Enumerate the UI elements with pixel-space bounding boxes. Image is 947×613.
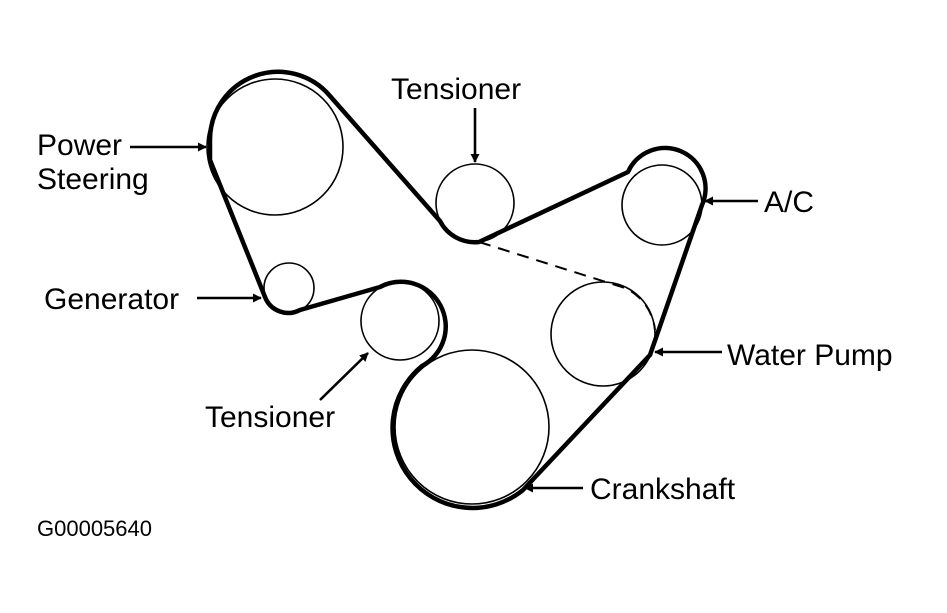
tensioner-bottom-label: Tensioner xyxy=(205,401,335,434)
crankshaft-pulley xyxy=(394,349,550,505)
serpentine-belt xyxy=(207,69,708,511)
power-steering-label-line1: Power xyxy=(37,129,122,162)
alternate-belt-route xyxy=(478,241,656,331)
tensioner-top-label: Tensioner xyxy=(391,73,521,106)
generator-label: Generator xyxy=(44,283,179,316)
ac-label: A/C xyxy=(764,186,814,219)
tensioner-bottom-pulley xyxy=(360,281,440,361)
figure-code: G00005640 xyxy=(37,516,152,541)
power-steering-pulley xyxy=(206,78,344,216)
crankshaft-label: Crankshaft xyxy=(590,473,736,506)
water-pump-label: Water Pump xyxy=(727,339,893,372)
tensioner-bottom-arrow xyxy=(319,352,369,401)
power-steering-label-line2: Steering xyxy=(37,163,149,196)
